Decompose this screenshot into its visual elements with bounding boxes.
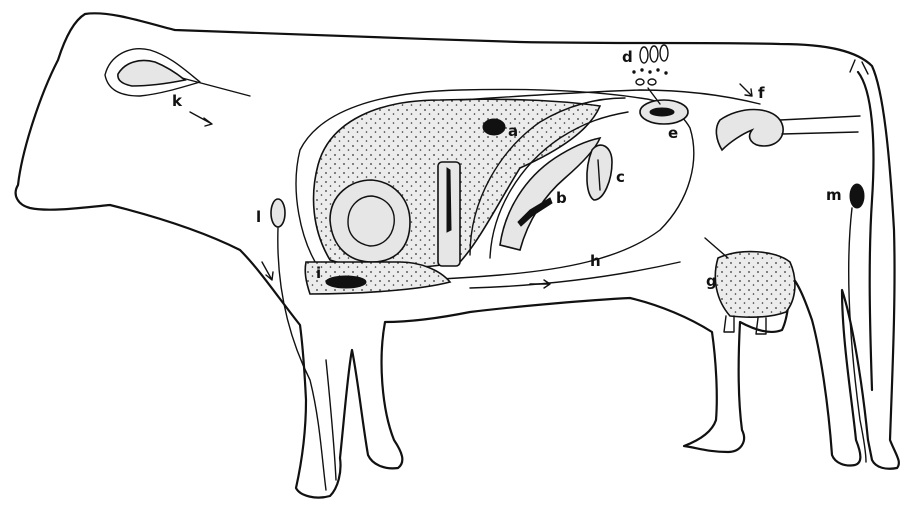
organ-a bbox=[483, 119, 505, 135]
label-k: k bbox=[172, 92, 183, 110]
d-dot-5 bbox=[665, 72, 667, 74]
organ-l bbox=[271, 199, 285, 227]
d-cell-3 bbox=[660, 45, 668, 61]
d-cell-1 bbox=[640, 47, 648, 63]
d-dot-3 bbox=[649, 71, 651, 73]
label-b: b bbox=[556, 189, 567, 207]
d-dot-1 bbox=[633, 71, 635, 73]
arrow-k bbox=[190, 112, 212, 126]
organ-i-core bbox=[326, 276, 366, 288]
d-cell-5 bbox=[648, 79, 656, 85]
udder-vessel bbox=[705, 238, 728, 258]
ear-tract bbox=[182, 78, 250, 96]
d-dot-4 bbox=[657, 69, 659, 71]
label-h: h bbox=[590, 252, 601, 270]
label-l: l bbox=[256, 208, 261, 226]
label-d: d bbox=[622, 48, 633, 66]
organ-i bbox=[305, 262, 450, 294]
d-cell-4 bbox=[636, 79, 644, 85]
arrow-f bbox=[740, 84, 752, 96]
ear-inner bbox=[118, 61, 185, 87]
foreleg-vessel bbox=[326, 360, 336, 480]
label-f: f bbox=[758, 84, 765, 102]
label-i: i bbox=[316, 264, 321, 282]
organ-f bbox=[716, 110, 783, 151]
label-c: c bbox=[616, 168, 625, 186]
organ-m bbox=[850, 184, 864, 208]
organ-e-core bbox=[650, 108, 674, 116]
d-cell-2 bbox=[650, 46, 658, 62]
label-g: g bbox=[706, 272, 717, 290]
arrow-h bbox=[530, 280, 550, 288]
teat-1 bbox=[724, 316, 734, 332]
udder-g bbox=[715, 252, 795, 318]
rectum-channel bbox=[780, 116, 860, 134]
tail bbox=[858, 72, 873, 390]
label-m: m bbox=[826, 186, 842, 204]
label-e: e bbox=[668, 124, 678, 142]
d-dot-2 bbox=[641, 69, 643, 71]
tube-inner bbox=[447, 168, 451, 232]
intestine-loop bbox=[330, 180, 410, 262]
hindleg-vessel bbox=[849, 208, 866, 462]
organ-d-cluster bbox=[633, 45, 668, 85]
label-a: a bbox=[508, 122, 518, 140]
